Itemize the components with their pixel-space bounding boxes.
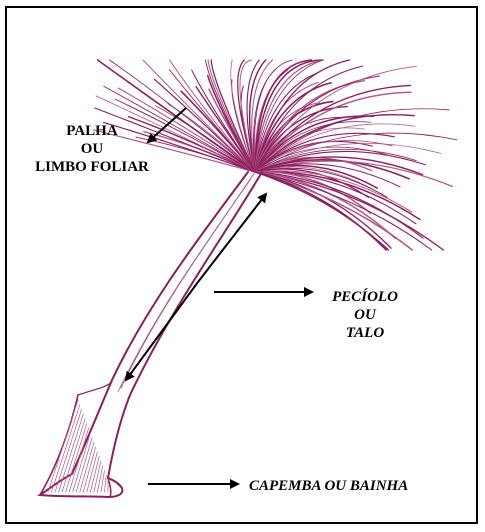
sheath-capemba [40,382,122,497]
sheath-hatch [73,433,91,492]
label-capemba: CAPEMBA OU BAINHA [249,477,408,495]
label-peciolo: PECÍOLO OU TALO [310,288,420,342]
arrow-peciolo-up [198,194,266,282]
sheath-hatch [66,424,87,493]
label-palha-line1: PALHA [12,122,172,140]
label-peciolo-line1: PECÍOLO [310,288,420,306]
sheath-hatch [105,475,107,492]
sheath-hatch [55,409,81,492]
label-peciolo-line2: OU [310,306,420,324]
sheath-hatch [94,461,101,492]
leaflet-stroke [255,172,412,250]
label-palha: PALHA OU LIMBO FOLIAR [12,122,172,176]
leaflet-stroke [255,172,396,238]
sheath-hatch [62,419,85,492]
label-palha-line2: OU [12,140,172,158]
label-palha-line3: LIMBO FOLIAR [12,158,172,176]
label-peciolo-line3: TALO [310,324,420,342]
sheath-hatch [83,447,95,492]
